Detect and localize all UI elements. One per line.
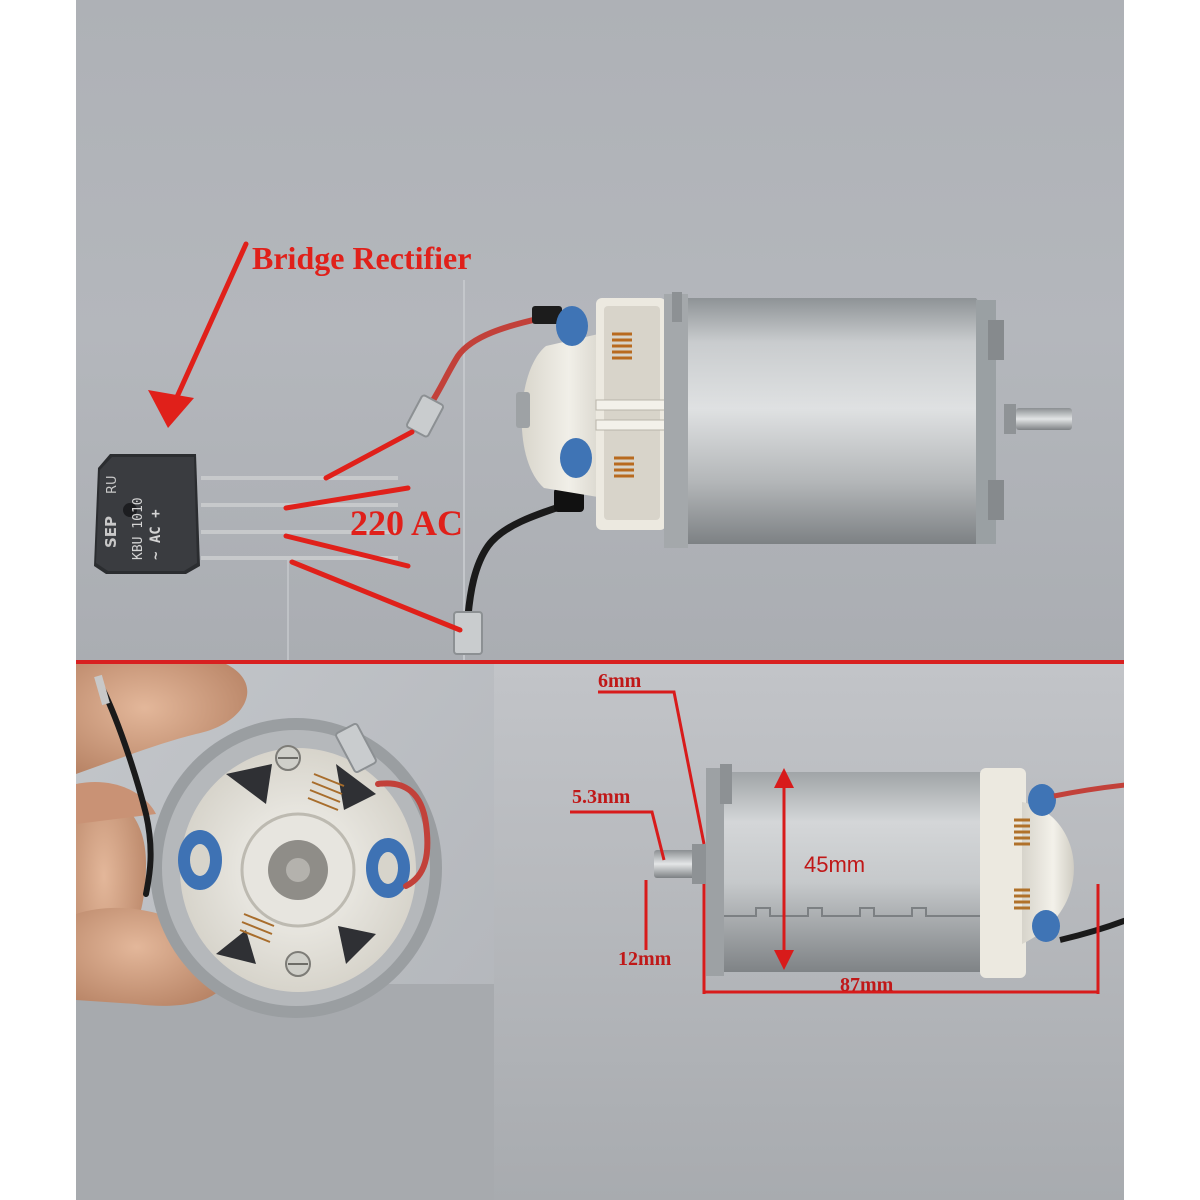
bottom-right-panel: 6mm 5.3mm 45mm 12mm 87mm (494, 664, 1124, 1200)
motor-end-face (150, 718, 442, 1018)
voltage-label: 220 AC (350, 503, 464, 543)
end-view-drawing (76, 664, 494, 1200)
ac-lead-pointer (283, 485, 411, 511)
dim-label-6mm: 6mm (598, 670, 642, 692)
dim-line-6mm (598, 690, 706, 845)
annotation-lines-top (169, 241, 463, 633)
panel-divider (76, 660, 1124, 664)
bottom-left-panel (76, 664, 494, 1200)
dc-lead-pointer (323, 429, 415, 481)
motor-top (406, 292, 1072, 655)
ac-lead-pointer (283, 533, 411, 569)
motor-side-view (654, 764, 1124, 978)
rectifier-cert: RU (105, 475, 120, 494)
dc-lead-pointer (289, 559, 463, 633)
bridge-rectifier-label: Bridge Rectifier (252, 240, 472, 276)
dim-label-12mm: 12mm (618, 948, 672, 970)
dim-label-87mm: 87mm (840, 974, 894, 996)
dim-arrow-45mm-top (774, 768, 794, 788)
dim-label-5-3mm: 5.3mm (572, 786, 631, 808)
rectifier-pointer-arrow (169, 241, 249, 411)
product-photo: SEP RU KBU 1010 ~ AC + (76, 0, 1124, 1200)
side-view-drawing (494, 664, 1124, 1200)
rectifier-logo: SEP (102, 516, 120, 548)
bridge-rectifier: SEP RU KBU 1010 ~ AC + (94, 454, 398, 574)
top-panel-drawing: SEP RU KBU 1010 ~ AC + (76, 0, 1124, 664)
rectifier-pins: ~ AC + (148, 509, 164, 560)
dim-arrow-45mm-bottom (774, 950, 794, 970)
dimension-lines (570, 690, 1100, 994)
rectifier-arrow-head (148, 390, 194, 428)
top-panel: SEP RU KBU 1010 ~ AC + (76, 0, 1124, 664)
rectifier-model: KBU 1010 (131, 497, 146, 560)
dim-label-45mm: 45mm (804, 852, 866, 877)
dim-line-5-3mm (570, 810, 666, 861)
